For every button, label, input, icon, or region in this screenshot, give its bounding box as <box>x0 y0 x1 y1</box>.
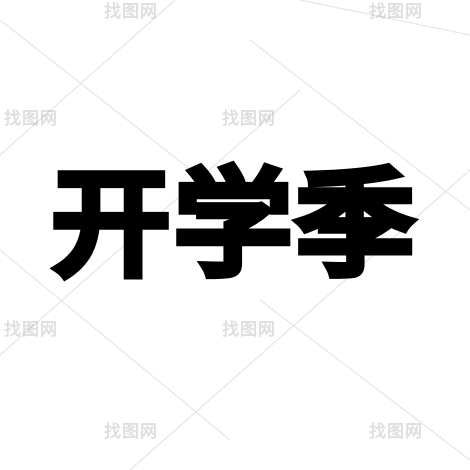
watermark-text: 找图网 <box>104 422 158 442</box>
watermark-text: 找图网 <box>104 2 158 22</box>
watermark-text: 找图网 <box>222 109 276 129</box>
watermark-text: 找图网 <box>369 422 423 442</box>
watermark-text: 找图网 <box>369 2 423 22</box>
headline-wrapper: 开学季 <box>0 150 470 300</box>
watermark-text: 找图网 <box>222 320 276 340</box>
watermark-text: 找图网 <box>4 320 58 340</box>
headline-title: 开学季 <box>49 157 418 293</box>
watermark-text: 找图网 <box>4 109 58 129</box>
